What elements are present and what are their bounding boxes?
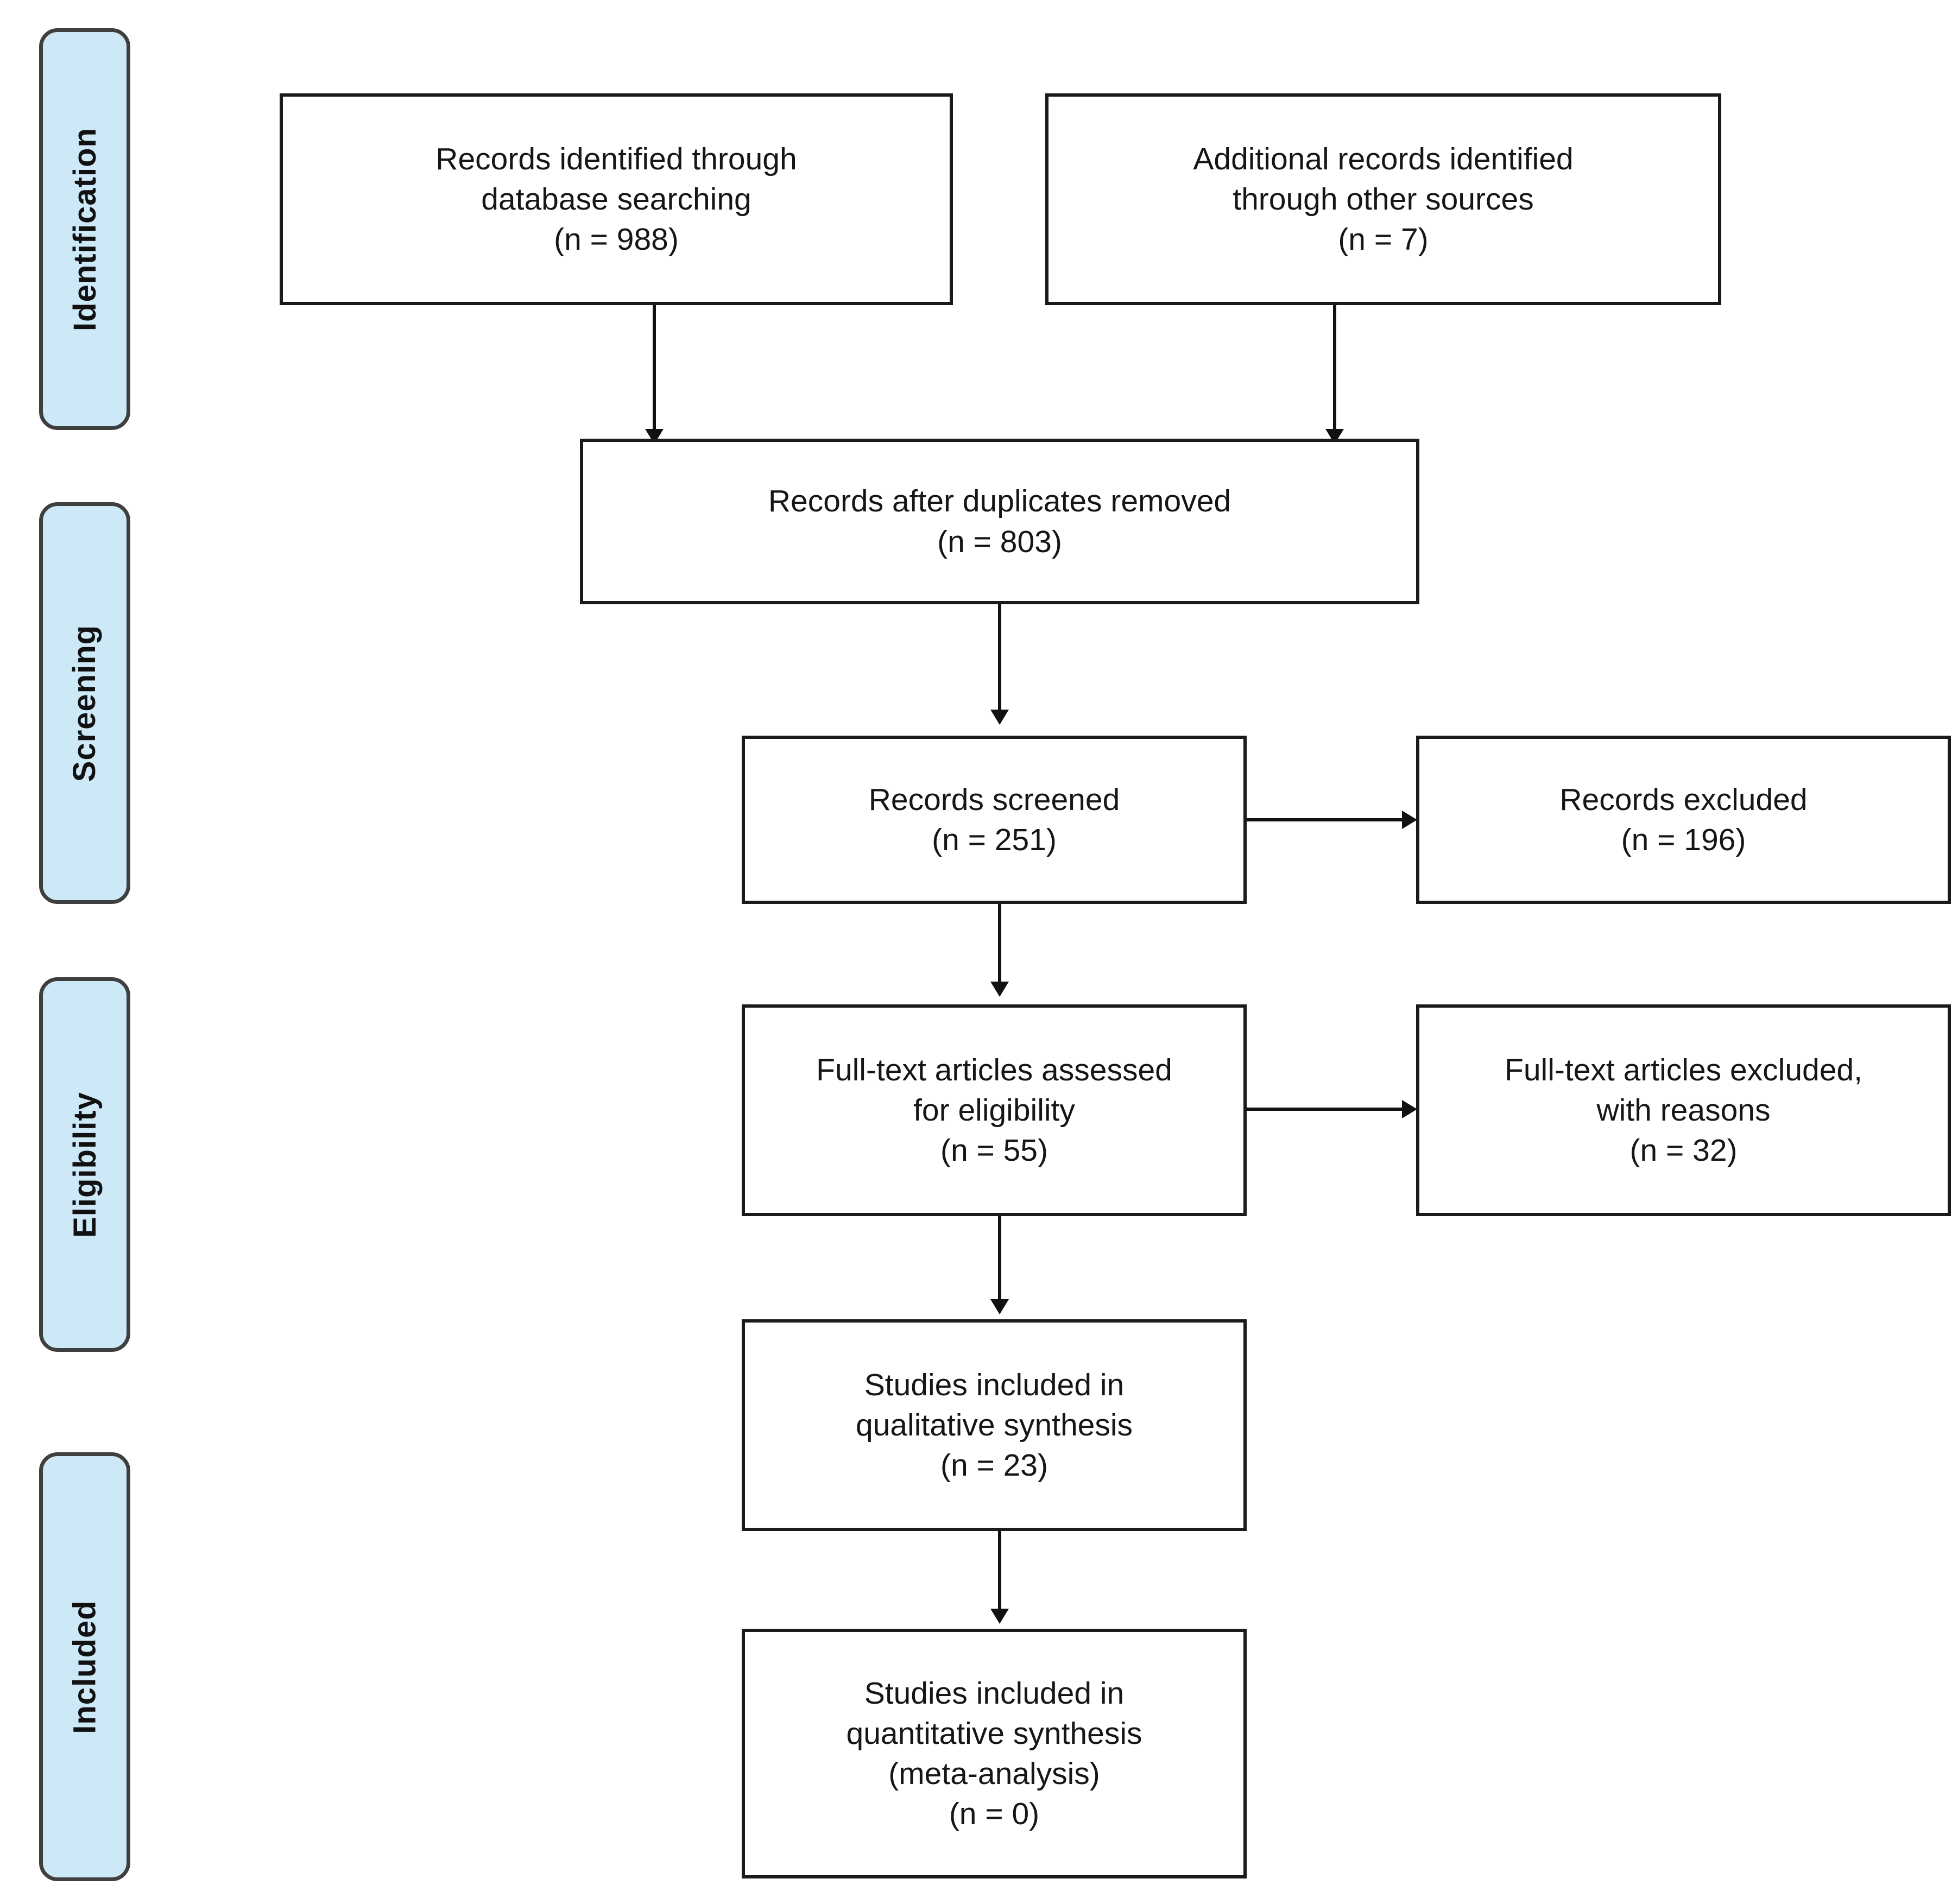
stage-label-identification: Identification — [67, 127, 103, 331]
box-fulltext-assessed-text: Full-text articles assessed for eligibil… — [816, 1052, 1172, 1168]
connector-duplicates-to-screened — [998, 604, 1001, 719]
box-records-database: Records identified through database sear… — [280, 93, 953, 305]
box-fulltext-excluded: Full-text articles excluded, with reason… — [1416, 1004, 1951, 1216]
connector-qualitative-to-quantitative — [998, 1531, 1001, 1618]
stage-label-eligibility: Eligibility — [67, 1091, 103, 1238]
box-records-duplicates-removed: Records after duplicates removed (n = 80… — [580, 439, 1419, 604]
box-qualitative-synthesis-text: Studies included in qualitative synthesi… — [855, 1367, 1133, 1483]
arrowhead-fulltext-to-excluded — [1402, 1100, 1417, 1118]
connector-fulltext-to-qualitative — [998, 1216, 1001, 1308]
box-quantitative-synthesis-text: Studies included in quantitative synthes… — [846, 1675, 1142, 1832]
stage-pill-screening: Screening — [39, 502, 130, 904]
box-records-other-sources-text: Additional records identified through ot… — [1193, 141, 1574, 257]
box-quantitative-synthesis: Studies included in quantitative synthes… — [742, 1629, 1247, 1878]
box-records-screened: Records screened (n = 251) — [742, 736, 1247, 904]
arrowhead-fulltext-to-qualitative — [990, 1299, 1009, 1314]
connector-screened-to-fulltext — [998, 904, 1001, 991]
arrowhead-duplicates-to-screened — [990, 710, 1009, 725]
connector-fulltext-to-excluded — [1247, 1108, 1404, 1111]
stage-label-included: Included — [67, 1599, 103, 1734]
arrowhead-qualitative-to-quantitative — [990, 1609, 1009, 1624]
box-records-duplicates-removed-text: Records after duplicates removed (n = 80… — [768, 484, 1231, 559]
box-records-excluded-text: Records excluded (n = 196) — [1559, 782, 1808, 857]
stage-pill-identification: Identification — [39, 28, 130, 430]
stage-label-screening: Screening — [67, 624, 103, 782]
box-fulltext-excluded-text: Full-text articles excluded, with reason… — [1505, 1052, 1862, 1168]
arrowhead-screened-to-excluded — [1402, 811, 1417, 829]
box-records-other-sources: Additional records identified through ot… — [1045, 93, 1721, 305]
connector-screened-to-excluded — [1247, 818, 1404, 821]
box-records-excluded: Records excluded (n = 196) — [1416, 736, 1951, 904]
connector-other-sources-to-duplicates — [1333, 305, 1336, 440]
box-qualitative-synthesis: Studies included in qualitative synthesi… — [742, 1319, 1247, 1531]
stage-pill-included: Included — [39, 1452, 130, 1881]
box-fulltext-assessed: Full-text articles assessed for eligibil… — [742, 1004, 1247, 1216]
arrowhead-screened-to-fulltext — [990, 982, 1009, 997]
connector-database-to-duplicates — [653, 305, 656, 440]
stage-pill-eligibility: Eligibility — [39, 977, 130, 1352]
box-records-screened-text: Records screened (n = 251) — [868, 782, 1120, 857]
box-records-database-text: Records identified through database sear… — [435, 141, 797, 257]
